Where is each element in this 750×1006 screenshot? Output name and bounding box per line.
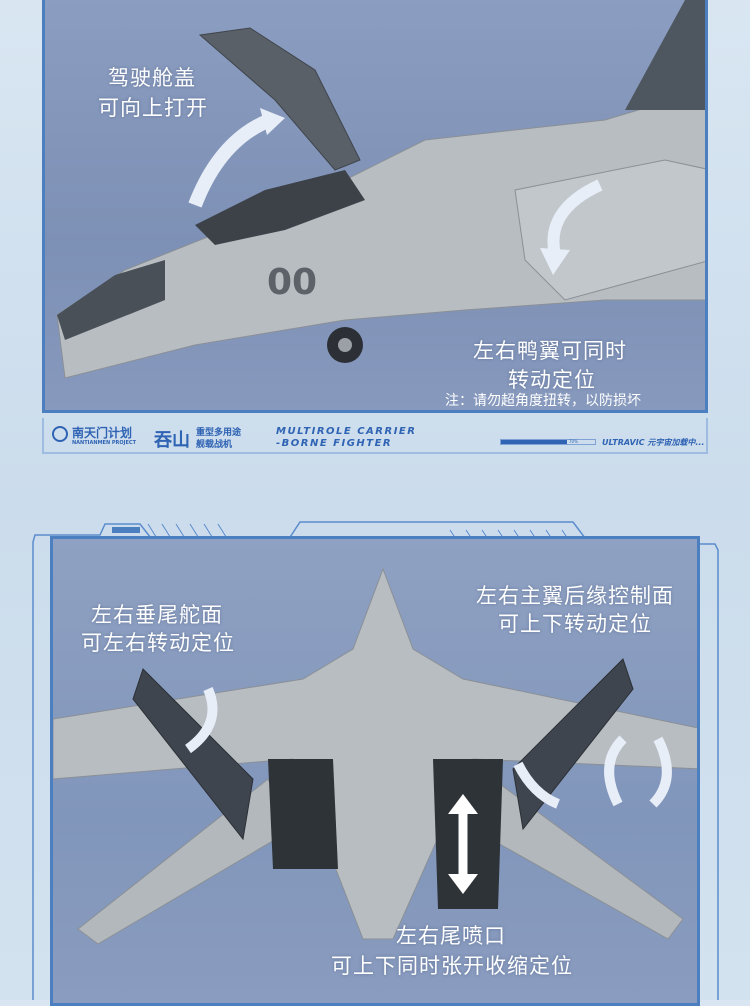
loading-status: ULTRAVIC 元宇宙加载中... <box>602 438 705 447</box>
model-desc-line1: MULTIROLE CARRIER <box>276 426 417 437</box>
canard-caption-line2: 转动定位 <box>508 368 596 392</box>
loading-progress-fill <box>501 440 567 444</box>
tail-nozzle-panel: 左右垂尾舵面 可左右转动定位 左右主翼后缘控制面 可上下转动定位 左右尾喷口 可… <box>50 536 700 1006</box>
flap-caption-line2: 可上下转动定位 <box>498 612 652 636</box>
jet-rear-view-image <box>53 567 697 945</box>
tail-caption-line1: 左右垂尾舵面 <box>91 603 223 627</box>
nozzle-caption-line2: 可上下同时张开收缩定位 <box>331 954 573 978</box>
model-type-line2: 舰载战机 <box>196 440 233 450</box>
model-desc-line2: -BORNE FIGHTER <box>276 438 393 449</box>
canopy-caption-line2: 可向上打开 <box>98 96 208 120</box>
nozzle-caption-line1: 左右尾喷口 <box>396 924 506 948</box>
warning-note: 注：请勿超角度扭转，以防损坏 <box>445 393 641 409</box>
model-type-line1: 重型多用途 <box>196 428 242 438</box>
aircraft-number: 00 <box>267 262 318 303</box>
canard-caption-line1: 左右鸭翼可同时 <box>473 339 627 363</box>
brand-name: 南天门计划 <box>72 426 133 440</box>
flap-caption-line1: 左右主翼后缘控制面 <box>476 584 674 608</box>
loading-progress-bar <box>500 439 596 445</box>
canopy-caption-line1: 驾驶舱盖 <box>108 66 196 90</box>
brand-logo-icon <box>52 426 68 442</box>
product-footer: 南天门计划 NANTIANMEN PROJECT 吞山 重型多用途 舰载战机 M… <box>42 418 708 454</box>
tail-caption-line2: 可左右转动定位 <box>81 631 235 655</box>
canopy-canard-panel: 00 驾驶舱盖 可向上打开 左右鸭翼可同时 转动定位 注：请勿超角度扭转，以防损… <box>42 0 708 413</box>
loading-progress-label: 70% <box>569 439 578 444</box>
brand-name-en: NANTIANMEN PROJECT <box>72 440 137 446</box>
model-name: 吞山 <box>154 430 190 451</box>
jet-side-view-image <box>56 0 705 379</box>
